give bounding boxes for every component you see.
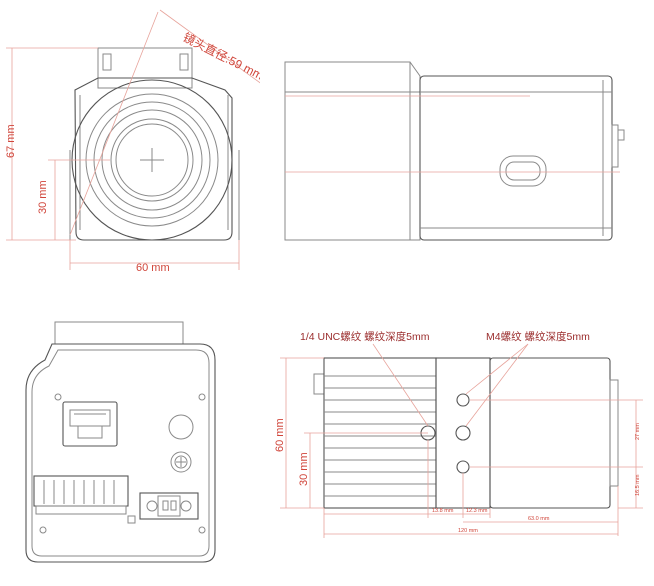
dim-63-label: 63.0 mm bbox=[528, 516, 550, 522]
m4-hole-bottom bbox=[456, 460, 470, 474]
note-leaders bbox=[372, 343, 529, 427]
height-center-dimension: 30 mm bbox=[37, 159, 110, 240]
bottom-dimensions: 13.8 mm 12.3 mm 63.0 mm 120 mm bbox=[324, 508, 618, 535]
rear-view-panel bbox=[25, 321, 216, 563]
front-view-panel: 镜头直径:59 mm 67 mm 30 mm 60 mm bbox=[5, 9, 260, 274]
dim-12-3-label: 12.3 mm bbox=[466, 508, 488, 514]
front-lens bbox=[71, 79, 233, 241]
side-view-panel bbox=[284, 61, 625, 241]
height-total-dimension: 60 mm bbox=[274, 357, 324, 509]
bottom-view-body bbox=[313, 357, 619, 509]
height-total-dimension: 67 mm bbox=[5, 47, 98, 241]
height-total-label: 67 mm bbox=[5, 124, 17, 158]
height-center-dimension: 30 mm bbox=[298, 432, 428, 508]
width-dimension: 60 mm bbox=[69, 240, 240, 274]
dim-16-5-label: 16.5 mm bbox=[635, 474, 641, 496]
m4-thread-note: M4螺纹 螺纹深度5mm bbox=[486, 330, 590, 343]
rear-view-body bbox=[25, 321, 216, 563]
dim-13-8-label: 13.8 mm bbox=[432, 508, 454, 514]
width-label: 60 mm bbox=[136, 262, 170, 274]
bottom-view-panel: 1/4 UNC螺纹 螺纹深度5mm M4螺纹 螺纹深度5mm bbox=[274, 330, 643, 538]
height-center-label: 30 mm bbox=[298, 452, 310, 486]
dim-120-label: 120 mm bbox=[458, 528, 478, 534]
side-view-body bbox=[284, 61, 625, 241]
height-center-label: 30 mm bbox=[37, 180, 49, 214]
extension-lines bbox=[323, 440, 619, 538]
lens-diameter-label: 镜头直径:59 mm bbox=[181, 29, 260, 82]
dim-27-label: 27 mm bbox=[635, 423, 641, 440]
m4-hole-top bbox=[456, 393, 470, 407]
m4-hole-center bbox=[455, 425, 471, 441]
unc-thread-note: 1/4 UNC螺纹 螺纹深度5mm bbox=[300, 330, 430, 343]
right-dimensions: 27 mm 16.5 mm bbox=[470, 399, 643, 509]
height-total-label: 60 mm bbox=[274, 418, 286, 452]
